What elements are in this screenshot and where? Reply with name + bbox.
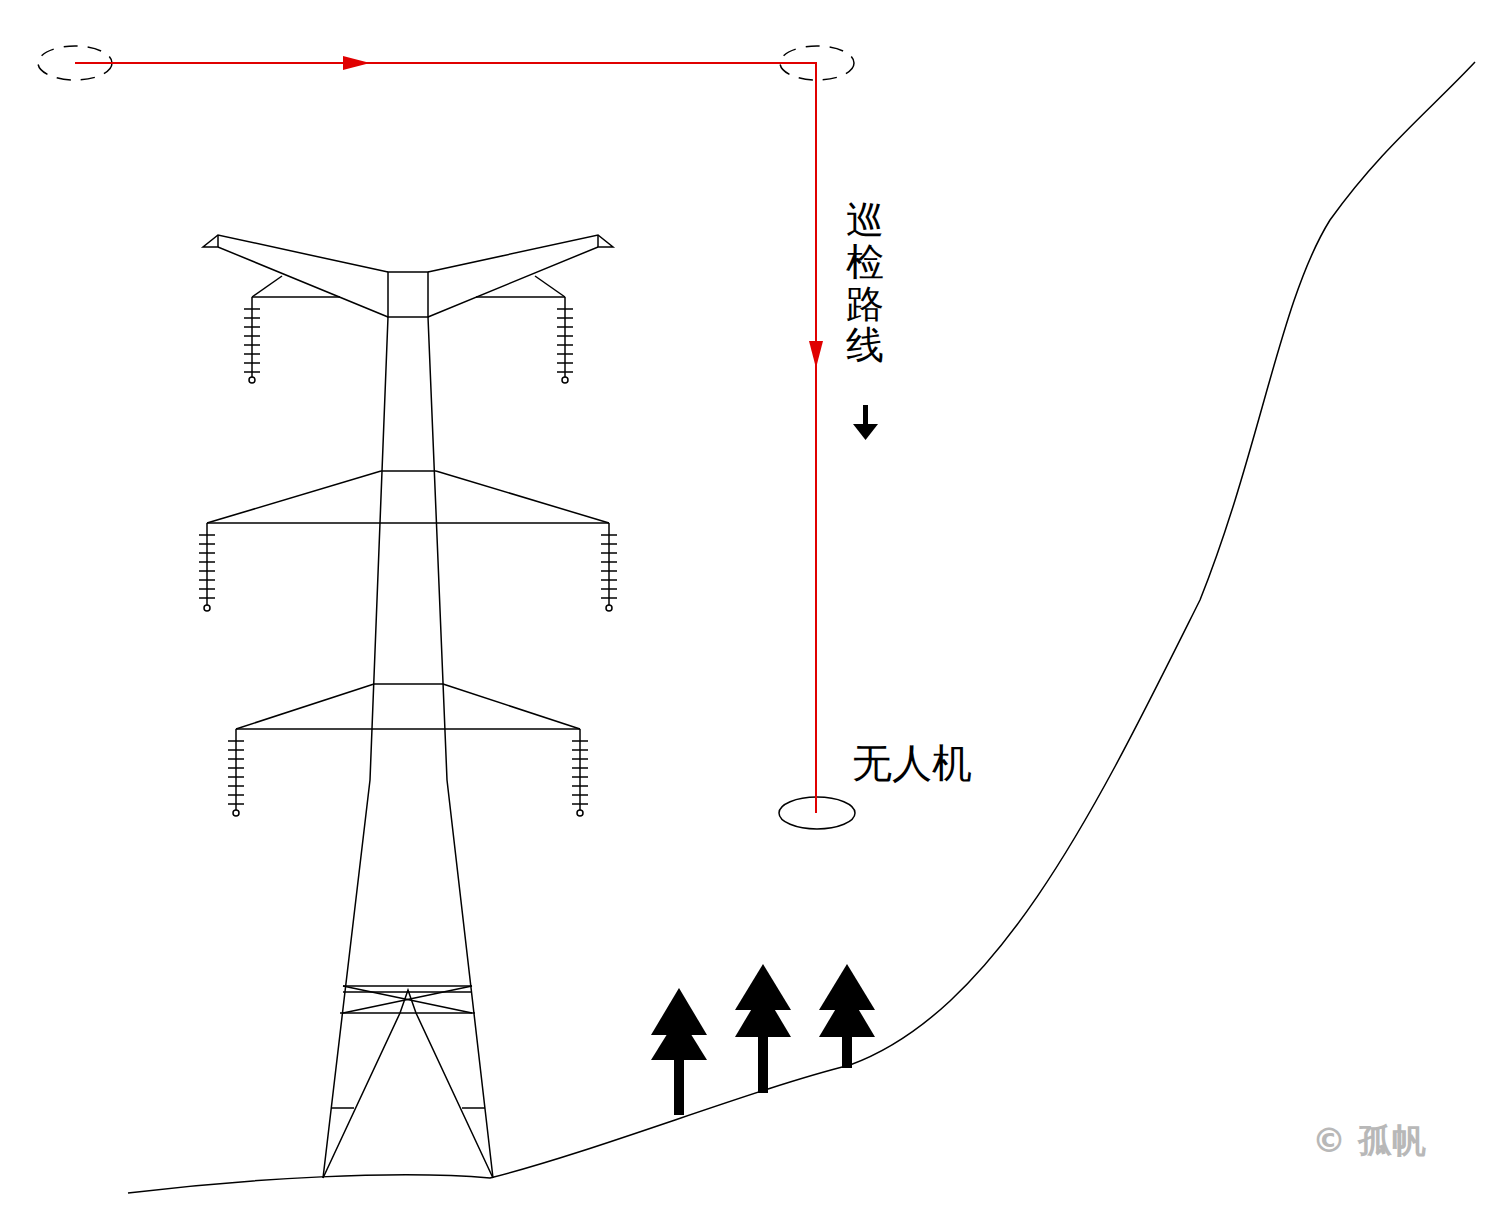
- watermark: © 孤帆: [1312, 1118, 1426, 1164]
- route-label: 巡检路线: [846, 200, 884, 367]
- direction-arrow: [853, 405, 878, 440]
- terrain: [128, 62, 1475, 1193]
- drone-marks: [38, 46, 855, 829]
- tower: [203, 235, 613, 1178]
- insulator-strings: [199, 297, 617, 816]
- drone-label: 无人机: [852, 736, 972, 791]
- trees: [651, 964, 875, 1115]
- inspection-route: [75, 56, 823, 813]
